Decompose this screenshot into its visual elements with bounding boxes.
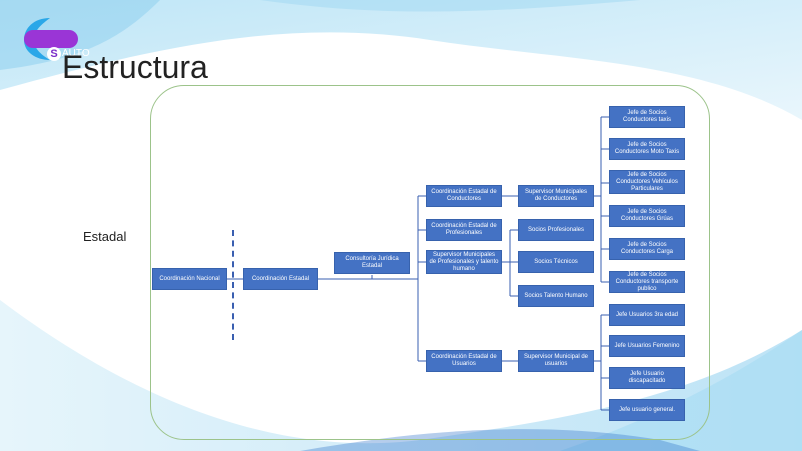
logo-letter: S	[47, 47, 61, 61]
node-jefe-femenino: Jefe Usuarios Femenino	[609, 335, 685, 357]
node-jefe-general: Jefe usuario general.	[609, 399, 685, 421]
node-coordinacion-conductores: Coordinación Estadal de Conductores	[426, 185, 502, 207]
node-supervisor-usuarios: Supervisor Municipal de usuarios	[518, 350, 594, 372]
node-coordinacion-estadal: Coordinación Estadal	[243, 268, 318, 290]
node-jefe-gruas: Jefe de Socios Conductores Grúas	[609, 205, 685, 227]
node-consultoria-juridica: Consultoría Jurídica Estadal	[334, 252, 410, 274]
node-jefe-discapacitado: Jefe Usuario discapacitado	[609, 367, 685, 389]
page-title: Estructura	[62, 49, 208, 85]
node-socios-talento-humano: Socios Talento Humano	[518, 285, 594, 307]
level-divider	[232, 230, 234, 340]
node-socios-tecnicos: Socios Técnicos	[518, 251, 594, 273]
content-frame	[150, 85, 710, 440]
node-jefe-carga: Jefe de Socios Conductores Carga	[609, 238, 685, 260]
logo: S AUTO	[20, 14, 90, 64]
logo-swirl-icon	[24, 18, 78, 60]
node-jefe-3ra-edad: Jefe Usuarios 3ra edad	[609, 304, 685, 326]
node-coordinacion-nacional: Coordinación Nacional	[152, 268, 227, 290]
node-jefe-transporte: Jefe de Socios Conductores transporte pu…	[609, 271, 685, 293]
logo-text: AUTO	[62, 48, 90, 59]
node-socios-profesionales: Socios Profesionales	[518, 219, 594, 241]
node-jefe-moto-taxis: Jefe de Socios Conductores Moto Taxis	[609, 138, 685, 160]
node-coordinacion-usuarios: Coordinación Estadal de Usuarios	[426, 350, 502, 372]
node-jefe-vehiculos: Jefe de Socios Conductores Vehículos Par…	[609, 170, 685, 194]
node-supervisor-conductores: Supervisor Municipales de Conductores	[518, 185, 594, 207]
side-label: Estadal	[83, 229, 127, 244]
node-jefe-taxis: Jefe de Socios Conductores taxis	[609, 106, 685, 128]
node-coordinacion-profesionales: Coordinación Estadal de Profesionales	[426, 219, 502, 241]
node-supervisor-profesionales: Supervisor Municipales de Profesionales …	[426, 250, 502, 274]
